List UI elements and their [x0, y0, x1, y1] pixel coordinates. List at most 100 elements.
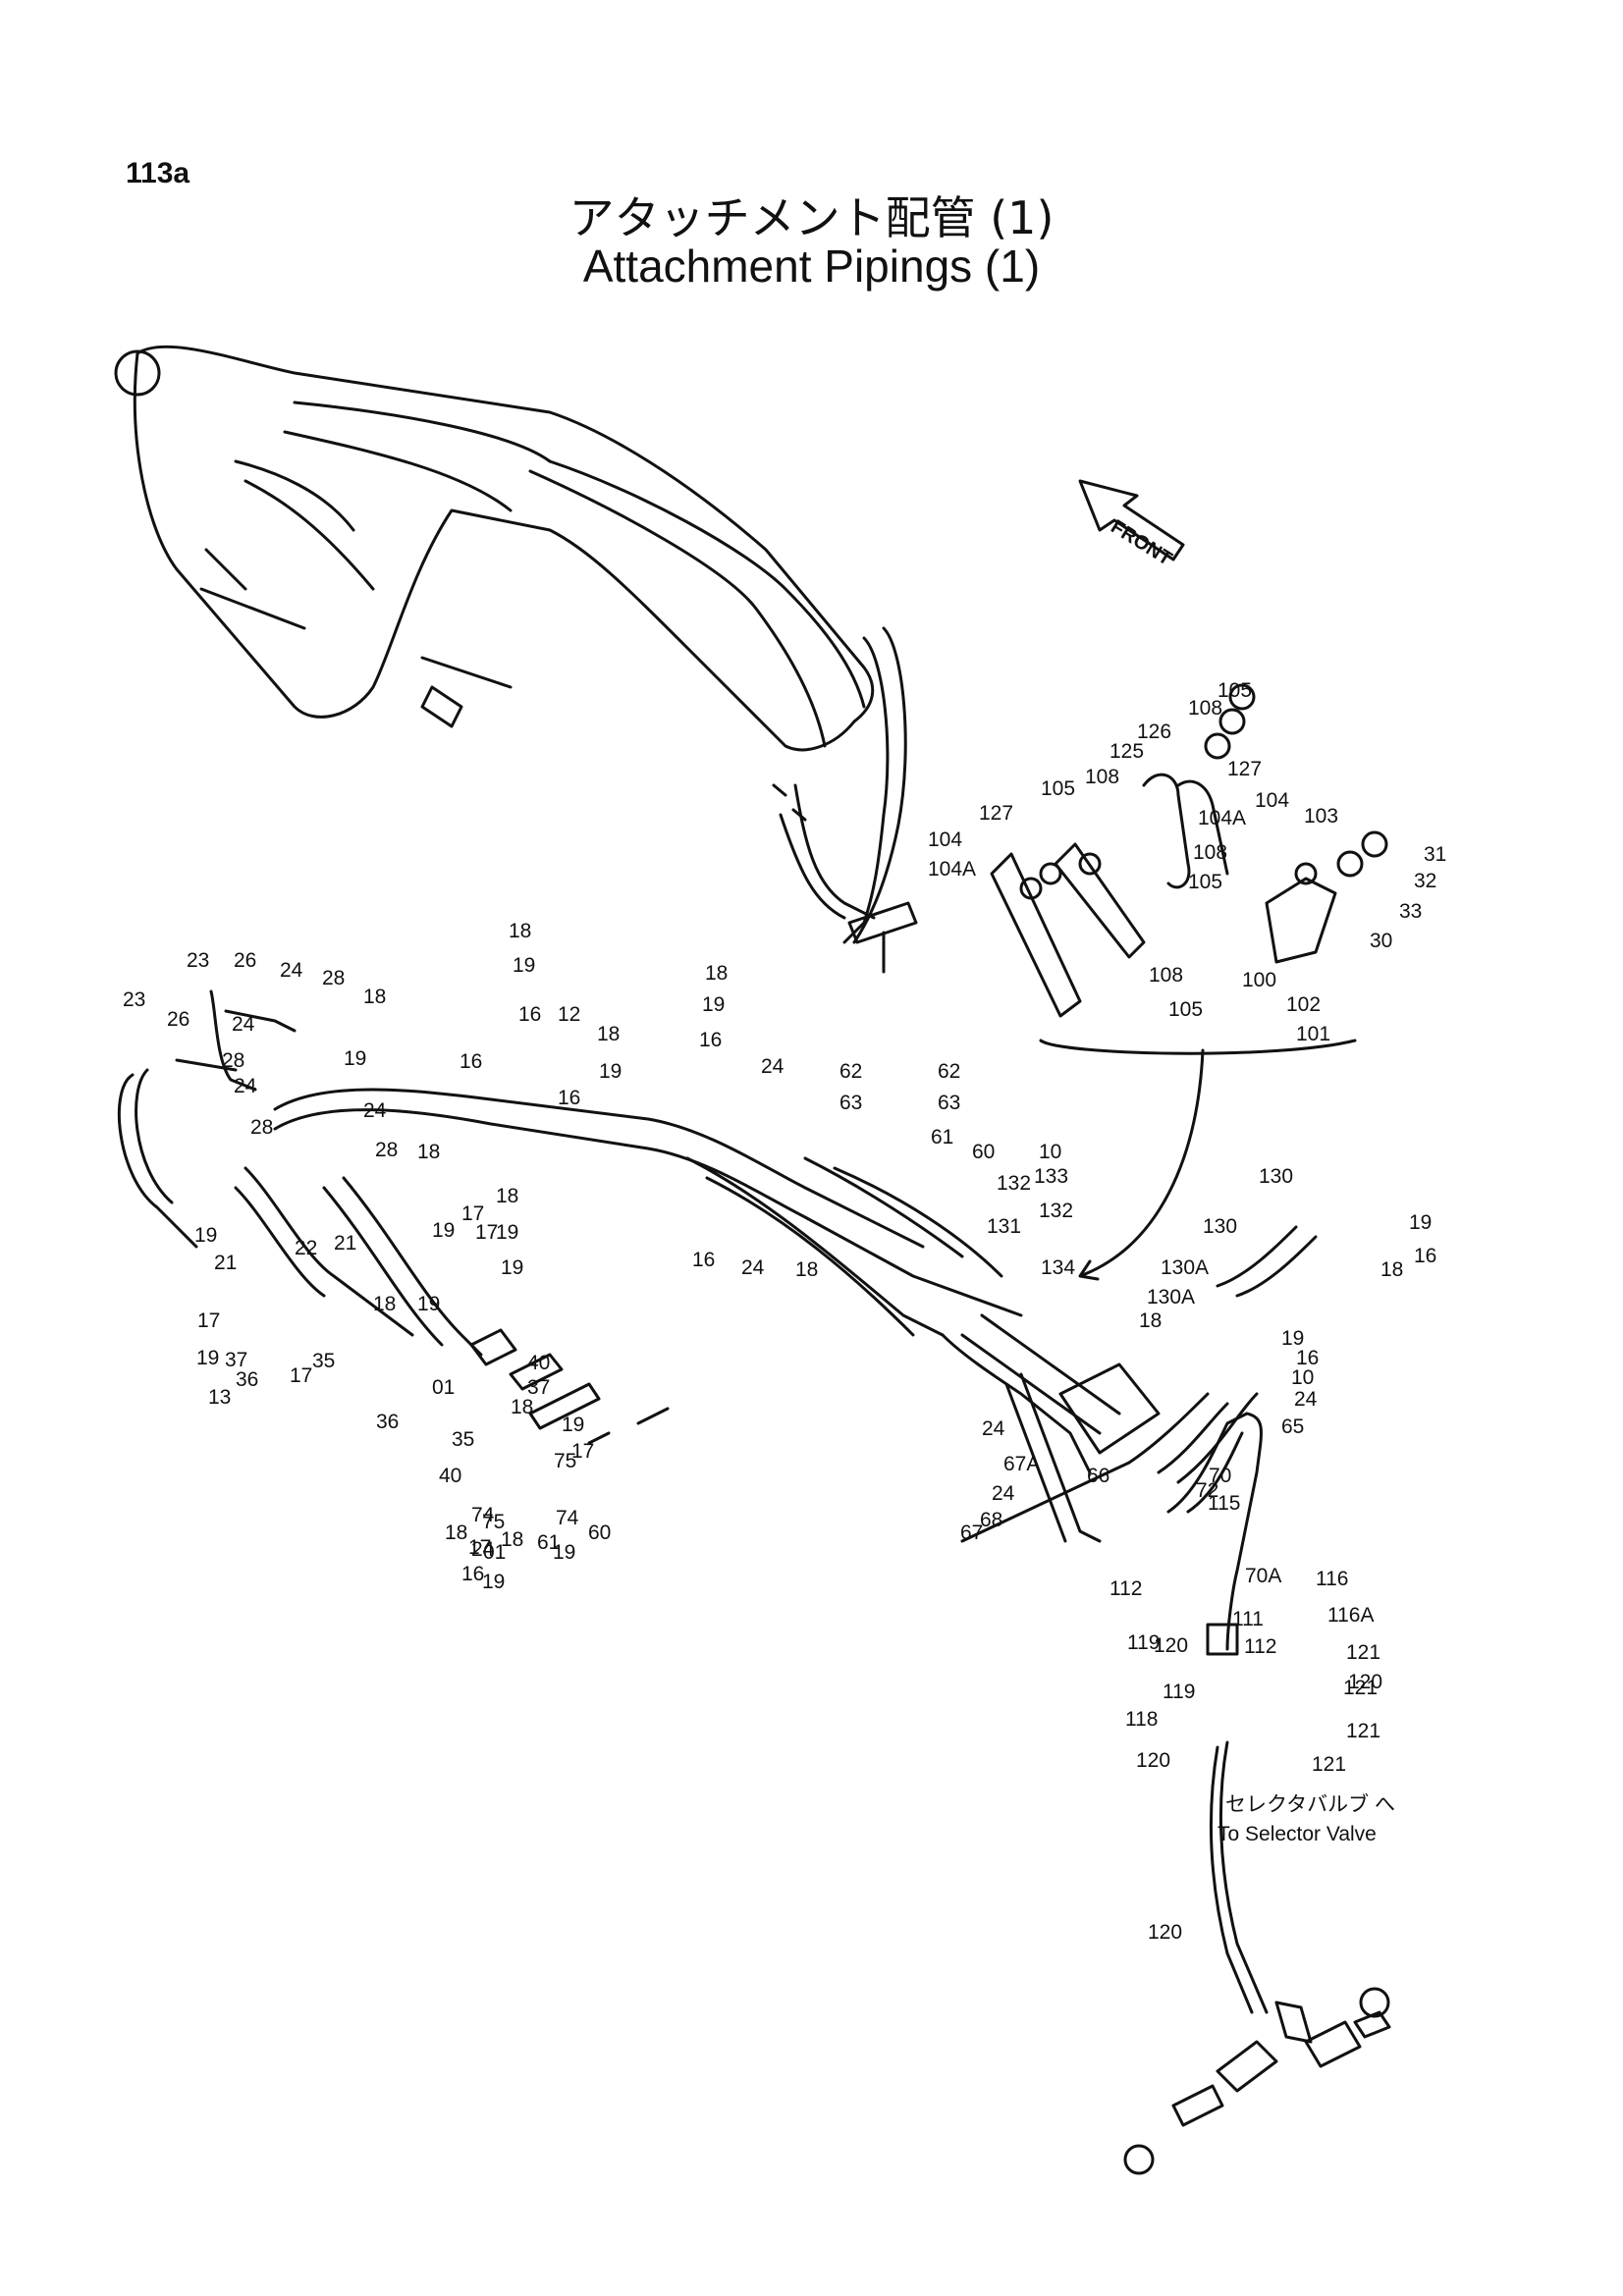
callout-label: 19: [1281, 1327, 1304, 1350]
callout-label: 36: [236, 1368, 258, 1391]
front-arrow: [1078, 479, 1185, 561]
callout-label: 17: [197, 1309, 220, 1332]
callout-label: 36: [376, 1411, 399, 1433]
callout-label: 18: [597, 1023, 620, 1045]
callout-label: 28: [222, 1049, 244, 1072]
title-japanese: アタッチメント配管 (1): [568, 191, 1055, 244]
callout-label: 72: [1196, 1479, 1218, 1502]
callout-label: 30: [1370, 930, 1392, 952]
callout-label: 24: [1294, 1388, 1318, 1411]
callout-label: 21: [214, 1252, 237, 1274]
callout-label: 16: [558, 1087, 580, 1109]
callout-label: 37: [527, 1376, 550, 1399]
callout-label: 01: [483, 1541, 506, 1564]
callout-label: 19: [599, 1060, 622, 1083]
callout-label: 105: [1188, 871, 1222, 893]
callout-label: 16: [518, 1003, 541, 1026]
callout-label: 100: [1242, 969, 1276, 991]
callout-label: 120: [1348, 1671, 1382, 1693]
callout-label: 121: [1346, 1720, 1380, 1742]
callout-label: 61: [931, 1126, 953, 1148]
callout-label: 116A: [1327, 1604, 1375, 1627]
callout-label: 22: [295, 1237, 317, 1259]
callout-label: 130A: [1147, 1286, 1195, 1308]
callout-label: 130A: [1161, 1256, 1209, 1279]
callout-label: 19: [702, 993, 725, 1016]
callout-label: 131: [987, 1215, 1021, 1238]
callout-label: 111: [1232, 1608, 1264, 1630]
callout-label: 120: [1148, 1921, 1182, 1944]
callout-label: 17: [461, 1202, 484, 1225]
callout-label: 18: [1139, 1309, 1162, 1332]
callout-label: 119: [1127, 1631, 1160, 1654]
callout-label: 24: [741, 1256, 765, 1279]
callout-label: 17: [468, 1536, 491, 1559]
callout-label: 125: [1109, 740, 1144, 763]
callout-label: 26: [167, 1008, 189, 1031]
callout-label: 75: [482, 1511, 505, 1533]
callout-label: 32: [1414, 870, 1436, 892]
callout-label: 112: [1244, 1635, 1276, 1658]
callout-label: 19: [417, 1293, 440, 1315]
callout-label: 24: [234, 1075, 257, 1097]
callout-label: 104: [1255, 789, 1289, 812]
callout-label: 108: [1188, 697, 1222, 720]
callout-label: 121: [1343, 1677, 1378, 1699]
callout-label: 108: [1085, 766, 1119, 788]
callout-label: 120: [1154, 1634, 1188, 1657]
callout-label: 12: [558, 1003, 580, 1026]
hose-lower-right: [1123, 1412, 1391, 2175]
callout-label: 127: [1227, 758, 1262, 780]
note-selector-valve-en: To Selector Valve: [1217, 1823, 1377, 1845]
callout-label: 126: [1137, 721, 1171, 743]
callout-label: 120: [1136, 1749, 1170, 1772]
boom-drawing: [114, 345, 918, 974]
callout-label: 19: [432, 1219, 455, 1242]
callout-label: 16: [1296, 1347, 1319, 1369]
callout-label: 75: [554, 1450, 576, 1472]
callout-label: 67: [960, 1522, 983, 1544]
callout-label: 105: [1217, 679, 1252, 702]
callout-label: 115: [1208, 1492, 1240, 1515]
callout-label: 18: [509, 920, 531, 942]
callout-label: 132: [1039, 1200, 1073, 1222]
callout-label: 74: [471, 1504, 495, 1526]
callout-label: 23: [123, 988, 145, 1011]
callout-label: 121: [1312, 1753, 1346, 1776]
callout-label: 18: [417, 1141, 440, 1163]
callout-label: 104A: [1198, 807, 1246, 829]
callout-label: 18: [705, 962, 728, 985]
callout-label: 26: [234, 949, 256, 972]
callout-label: 17: [475, 1221, 498, 1244]
callout-label: 19: [496, 1221, 518, 1244]
callout-label: 67A: [1003, 1453, 1040, 1475]
callout-label: 70A: [1245, 1565, 1281, 1587]
callout-label: 119: [1163, 1681, 1195, 1703]
piping-left: [117, 989, 1023, 1445]
callout-label: 24: [363, 1099, 387, 1122]
callout-label: 70: [1209, 1465, 1231, 1487]
callout-label: 18: [511, 1396, 533, 1418]
callout-label: 105: [1041, 777, 1075, 800]
callout-label: 103: [1304, 805, 1338, 828]
callout-label: 24: [982, 1417, 1005, 1440]
detail-assembly-upper-right: [990, 683, 1388, 1055]
callout-label: 62: [938, 1060, 960, 1083]
callout-label: 28: [250, 1116, 273, 1139]
callout-label: 60: [972, 1141, 995, 1163]
callout-label: 19: [553, 1541, 575, 1564]
callout-label: 74: [556, 1507, 579, 1529]
callout-label: 17: [571, 1440, 594, 1463]
callout-label: 66: [1087, 1465, 1109, 1487]
callout-label: 35: [312, 1350, 335, 1372]
piping-center: [941, 1225, 1318, 1543]
callout-label: 68: [980, 1509, 1002, 1531]
callout-label: 19: [1409, 1211, 1432, 1234]
callout-label: 18: [496, 1185, 518, 1207]
callout-label: 62: [839, 1060, 862, 1083]
page-number: 113a: [126, 157, 190, 189]
callout-label: 18: [363, 986, 386, 1008]
callout-label: 63: [839, 1092, 862, 1114]
callout-label: 108: [1149, 964, 1183, 987]
